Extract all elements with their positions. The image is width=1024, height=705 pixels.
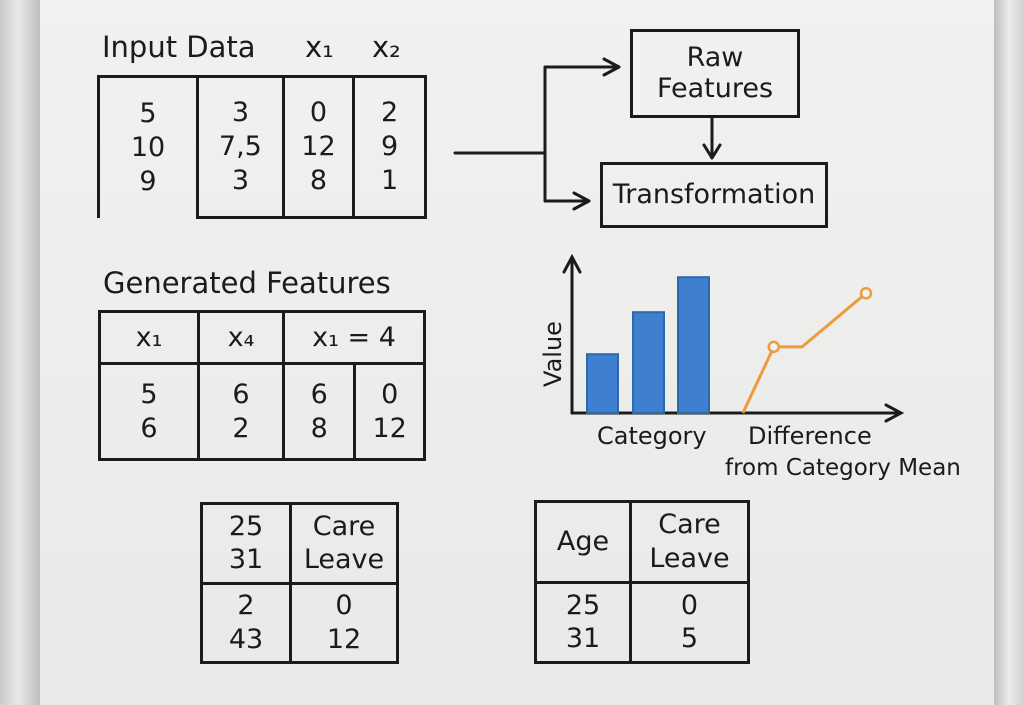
chart-line-point-2	[859, 287, 873, 300]
cell-value: 3	[231, 164, 249, 196]
cell-value: 3	[231, 97, 249, 129]
cell-value: Leave	[303, 544, 385, 576]
cell-value: 5	[139, 98, 157, 130]
cell-value: 2	[232, 412, 250, 444]
table-cell: 3 7,5 3	[196, 75, 285, 219]
cell-value: 9	[139, 165, 157, 197]
table-cell: 25 31	[534, 580, 632, 664]
x-axis-arrow-icon	[884, 403, 905, 423]
generated-features-title: Generated Features	[103, 266, 391, 300]
table-cell: 2 43	[200, 581, 292, 664]
arrowhead-to-raw-features-icon	[602, 57, 621, 77]
cell-value: 5	[680, 623, 699, 655]
table-cell: 0 5	[629, 580, 750, 664]
header-cell: x₁ = 4	[282, 310, 426, 365]
flow-connector-top	[543, 65, 620, 155]
cell-value: 2	[380, 97, 399, 129]
cell-value: Care	[658, 509, 721, 540]
table-cell: Age	[534, 500, 632, 584]
raw-features-label-line1: Raw	[686, 42, 744, 74]
input-data-header-x2: x₂	[372, 30, 401, 64]
header-cell: x₄	[196, 310, 286, 365]
cell-value: 31	[228, 544, 264, 576]
cell-value: 6	[232, 378, 250, 410]
input-data-table: 5 10 9 3 7,5 3 0 12 8 2 9 1	[96, 75, 427, 219]
table-row: 5 10 9 3 7,5 3 0 12 8 2 9 1	[96, 75, 427, 219]
cell-value: 25	[565, 589, 601, 621]
chart-line-label-2: from Category Mean	[725, 455, 961, 481]
cell-value: 8	[310, 412, 328, 444]
cell-value: 8	[309, 164, 328, 196]
table-cell: 25 31	[200, 502, 292, 585]
flow-connector-bottom	[543, 151, 590, 203]
cell-value: 31	[565, 623, 601, 655]
chart	[562, 253, 905, 423]
cell-value: 12	[301, 131, 336, 163]
cell-value: 1	[380, 164, 399, 196]
cell-value: 0	[680, 589, 699, 621]
chart-y-label: Value	[538, 321, 567, 387]
board-frame-right	[994, 0, 1024, 705]
transformation-box: Transformation	[600, 162, 828, 228]
arrowhead-to-transformation-icon	[572, 191, 591, 211]
cell-value: 0	[381, 378, 399, 410]
cell-value: 25	[228, 510, 264, 542]
cell-value: Leave	[649, 542, 730, 574]
table-row: 2 43 0 12	[200, 581, 399, 664]
table-cell: 0 12	[289, 581, 399, 664]
cell-value: 5	[140, 378, 158, 410]
chart-line-point-1	[767, 340, 780, 354]
chart-bar-1	[586, 353, 619, 415]
cell-value: 2	[237, 590, 255, 621]
care-leave-table-a: 25 31 Care Leave 2 43 0 12	[200, 502, 399, 664]
cell-value: 0	[309, 97, 328, 129]
chart-line-series	[741, 292, 867, 414]
chart-line-label-1: Difference	[748, 422, 872, 450]
raw-features-box: Raw Features	[630, 29, 800, 118]
cell-value: 12	[372, 412, 407, 444]
cell-value: 0	[335, 590, 353, 621]
chart-bar-2	[632, 311, 665, 415]
cell-value: 6	[310, 378, 328, 410]
table-cell: Care Leave	[629, 500, 750, 584]
care-leave-table-b: Age Care Leave 25 31 0 5	[534, 500, 750, 664]
cell-value: 7,5	[218, 131, 262, 163]
input-data-header-x1: x₁	[305, 30, 334, 64]
cell-value: Care	[312, 510, 376, 542]
table-cell: 6 2	[196, 362, 286, 461]
table-row: 5 6 6 2 6 8 0 12	[98, 362, 426, 461]
table-header-row: x₁ x₄ x₁ = 4	[98, 310, 426, 365]
cell-value: Age	[556, 525, 610, 557]
table-row: 25 31 0 5	[534, 580, 750, 664]
chart-x-label: Category	[597, 422, 707, 450]
table-cell: 5 6	[98, 362, 200, 461]
table-cell: Care Leave	[289, 502, 399, 585]
cell-value: 12	[326, 623, 362, 655]
table-cell: 0 12	[353, 362, 426, 461]
table-cell: 2 9 1	[352, 75, 427, 219]
raw-features-label-line2: Features	[656, 72, 774, 104]
table-cell: 5 10 9	[96, 75, 200, 218]
chart-bar-3	[677, 276, 710, 415]
y-axis-arrow-icon	[562, 253, 582, 274]
cell-value: 6	[140, 412, 158, 444]
transformation-label: Transformation	[612, 178, 816, 210]
cell-value: 9	[380, 131, 399, 163]
board-frame-left	[0, 0, 40, 705]
cell-value: 10	[130, 131, 166, 163]
cell-value: 43	[228, 623, 264, 655]
table-cell: 6 8	[282, 362, 357, 461]
arrowhead-down-icon	[702, 143, 722, 160]
generated-features-table: x₁ x₄ x₁ = 4 5 6 6 2 6 8 0 12	[98, 310, 426, 461]
table-row: 25 31 Care Leave	[200, 502, 399, 585]
table-cell: 0 12 8	[281, 75, 356, 219]
table-row: Age Care Leave	[534, 500, 750, 584]
input-data-title: Input Data	[102, 30, 256, 64]
header-cell: x₁	[98, 310, 200, 365]
